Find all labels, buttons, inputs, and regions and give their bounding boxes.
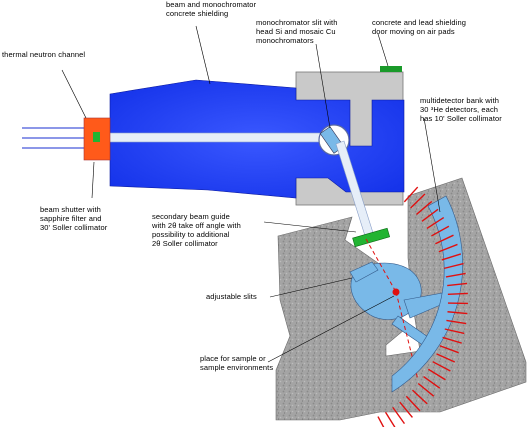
detector-tube [417, 382, 435, 397]
label-shielding: beam and monochromator concrete shieldin… [166, 0, 257, 18]
detector-tube [435, 234, 454, 245]
detector-tube [447, 311, 468, 315]
detector-tube [427, 368, 446, 381]
detector-tube [384, 411, 396, 427]
detector-tube [443, 262, 464, 270]
label-secondary-guide: secondary beam guide with 2θ take off an… [152, 212, 241, 248]
label-beam-shutter: beam shutter with sapphire filter and 30… [40, 205, 108, 232]
multidetector-bank [391, 195, 463, 393]
detector-tube [438, 243, 458, 253]
detector-tube [447, 292, 468, 295]
detector-tube [403, 186, 419, 203]
leader-line [423, 117, 441, 213]
detector-tube [442, 336, 462, 344]
leader-line [263, 221, 357, 233]
door-track [380, 66, 402, 72]
label-sample: place for sample or sample environments [200, 354, 274, 372]
primary-beam-tube [94, 132, 334, 143]
leader-line [267, 295, 395, 363]
label-multidetector: multidetector bank with 30 ³He detectors… [420, 96, 502, 123]
leader-line [377, 33, 389, 67]
leader-line [61, 69, 87, 119]
detector-tube [446, 319, 467, 325]
detector-tube [432, 361, 451, 372]
adjustable-slits [349, 261, 379, 283]
leader-line [315, 43, 331, 129]
detector-tube [377, 416, 385, 427]
sapphire-filter [93, 132, 100, 142]
detector-tube [423, 375, 441, 389]
detector-tube [392, 406, 406, 425]
detector-tube [436, 353, 456, 363]
sample-position [392, 288, 400, 296]
detector-tube [441, 253, 462, 261]
detector-tube [421, 208, 439, 222]
detector-tube [445, 272, 466, 278]
detector-tube [447, 282, 468, 287]
detector-tube [410, 193, 426, 209]
detector-tube [405, 395, 421, 412]
detector-tube [444, 328, 465, 335]
beam-path [395, 291, 419, 381]
label-monochromator: monochromator slit with head Si and mosa… [256, 18, 338, 45]
label-slits: adjustable slits [206, 292, 257, 301]
leader-line [269, 277, 353, 298]
detector-tube [431, 225, 450, 237]
beam-path [365, 238, 397, 293]
label-door: concrete and lead shielding door moving … [372, 18, 467, 36]
leader-line [91, 161, 95, 199]
detector-tube [412, 389, 428, 405]
detector-tube [416, 200, 433, 215]
detector-tube [439, 345, 459, 354]
leader-line [195, 25, 211, 85]
detector-tube [426, 217, 445, 230]
detector-tube [399, 401, 413, 418]
label-thermal-channel: thermal neutron channel [2, 50, 86, 59]
secondary-beam-guide [352, 227, 391, 248]
detector-tubes [377, 186, 468, 427]
